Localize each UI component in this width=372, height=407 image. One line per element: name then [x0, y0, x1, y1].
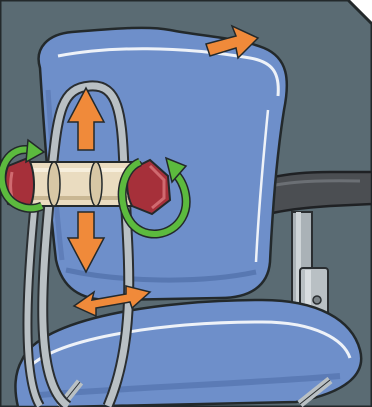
chair-diagram — [0, 0, 372, 407]
chair-adjustment-illustration — [0, 0, 372, 407]
